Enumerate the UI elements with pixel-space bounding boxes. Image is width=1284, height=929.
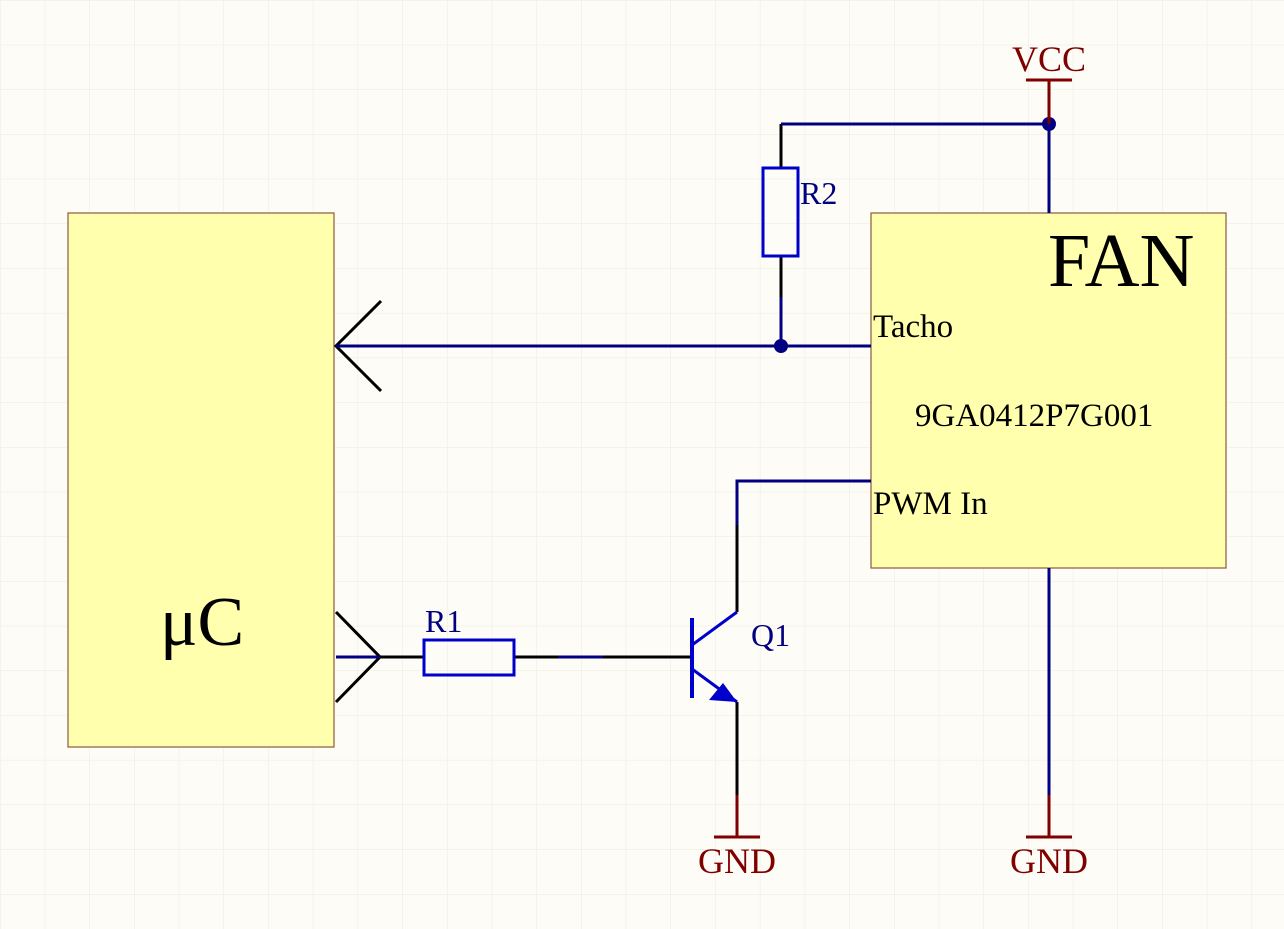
vcc-power-port[interactable]: VCC [1012, 39, 1086, 124]
q1-emitter-arrow [709, 683, 737, 702]
tacho-junction [774, 339, 788, 353]
fan-body [870, 212, 1227, 569]
vcc-label: VCC [1012, 39, 1086, 79]
gnd-power-port-fan[interactable]: GND [1010, 795, 1088, 881]
resistor-r1[interactable]: R1 [422, 603, 516, 677]
microcontroller-block[interactable]: μC [67, 212, 335, 748]
gnd-transistor-label: GND [698, 841, 776, 881]
r2-body [761, 166, 800, 258]
q1-designator: Q1 [751, 617, 790, 653]
r1-designator: R1 [425, 603, 462, 639]
gnd-power-port-transistor[interactable]: GND [698, 795, 776, 881]
microcontroller-label: μC [160, 584, 244, 661]
fan-pin-tacho-label: Tacho [873, 309, 953, 345]
gnd-fan-label: GND [1010, 841, 1088, 881]
q1-collector [691, 610, 738, 647]
r1-body [422, 638, 516, 677]
fan-block[interactable]: FAN Tacho 9GA0412P7G001 PWM In [870, 212, 1227, 569]
pwm-in-wire [735, 479, 871, 525]
fan-title: FAN [1048, 219, 1194, 303]
r2-designator: R2 [800, 175, 837, 211]
fan-pin-pwm-label: PWM In [873, 486, 988, 522]
transistor-q1[interactable]: Q1 [690, 610, 790, 704]
fan-part-number: 9GA0412P7G001 [915, 398, 1153, 434]
resistor-r2[interactable]: R2 [761, 166, 837, 258]
microcontroller-body [67, 212, 335, 748]
